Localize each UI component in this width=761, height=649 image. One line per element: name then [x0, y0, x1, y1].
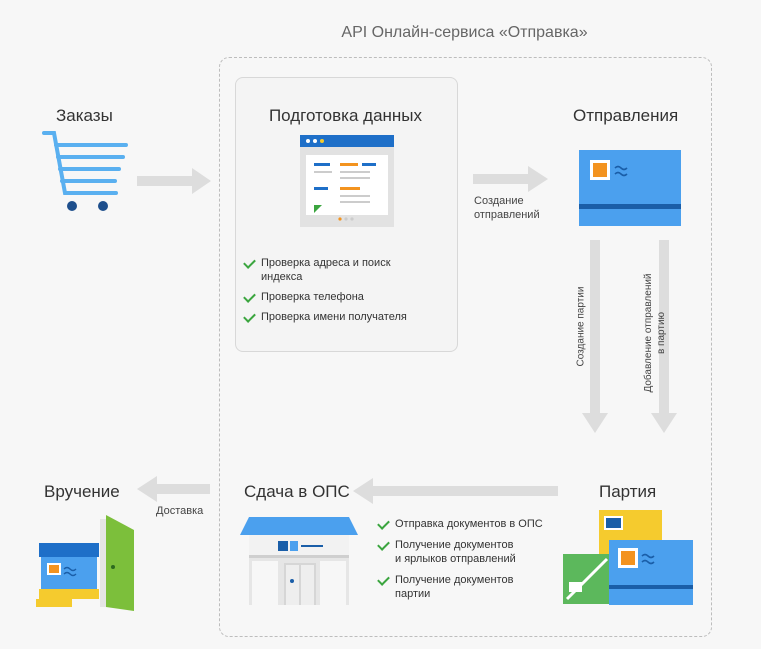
create-shipments-label: Создание отправлений	[474, 194, 540, 222]
data-preparation-label: Подготовка данных	[268, 106, 423, 125]
post-office-icon	[240, 517, 358, 605]
envelope-icon	[579, 150, 681, 226]
check-icon	[377, 517, 390, 530]
check-icon	[377, 573, 390, 586]
prep-check-text: Проверка телефона	[261, 291, 364, 303]
arrow-prep-to-shipments	[473, 166, 548, 192]
handover-check-list: Отправка документов в ОПС Получение доку…	[377, 517, 558, 601]
prep-check-text: Проверка имени получателя	[261, 311, 407, 323]
prep-check-item: Проверка имени получателя	[243, 310, 444, 324]
handover-check-item: Получение документов и ярлыков отправлен…	[377, 538, 558, 566]
prep-check-text: Проверка адреса и поиск индекса	[261, 257, 391, 283]
add-to-batch-label: Добавление отправлений в партию	[642, 263, 668, 403]
check-icon	[243, 310, 256, 323]
handover-check-text: Получение документов и ярлыков отправлен…	[395, 539, 516, 565]
create-shipments-label-line1: Создание	[474, 195, 524, 207]
handover-check-item: Получение документов партии	[377, 573, 558, 601]
prep-check-item: Проверка адреса и поиск индекса	[243, 256, 444, 284]
arrow-create-batch	[582, 240, 608, 433]
shopping-cart-icon	[42, 131, 128, 211]
envelope-stack-icon	[563, 510, 693, 605]
prep-check-item: Проверка телефона	[243, 290, 444, 304]
region-title: API Онлайн-сервиса «Отправка»	[341, 24, 588, 41]
create-batch-label: Создание партии	[575, 286, 587, 367]
prep-check-list: Проверка адреса и поиск индекса Проверка…	[243, 256, 444, 324]
create-shipments-label-line2: отправлений	[474, 209, 540, 221]
api-service-region	[219, 57, 712, 637]
add-to-batch-label-line2: в партию	[656, 311, 667, 355]
check-icon	[243, 256, 256, 269]
add-to-batch-label-line1: Добавление отправлений	[643, 273, 654, 393]
orders-label: Заказы	[56, 106, 113, 125]
handover-check-text: Отправка документов в ОПС	[395, 518, 543, 530]
arrow-batch-to-handover	[353, 478, 558, 504]
check-icon	[243, 290, 256, 303]
delivery-label: Вручение	[44, 482, 120, 501]
data-form-icon	[300, 135, 394, 227]
handover-check-item: Отправка документов в ОПС	[377, 517, 558, 531]
handover-label: Сдача в ОПС	[244, 482, 350, 501]
arrow-add-to-batch	[651, 240, 677, 433]
shipments-label: Отправления	[573, 106, 679, 125]
batch-label: Партия	[599, 482, 657, 501]
handover-check-text: Получение документов партии	[395, 574, 514, 600]
check-icon	[377, 538, 390, 551]
arrow-orders-to-prep	[137, 168, 211, 194]
door-parcel-icon	[36, 515, 134, 611]
delivery-edge-label: Доставка	[156, 505, 204, 517]
arrow-handover-to-delivery	[137, 476, 210, 502]
